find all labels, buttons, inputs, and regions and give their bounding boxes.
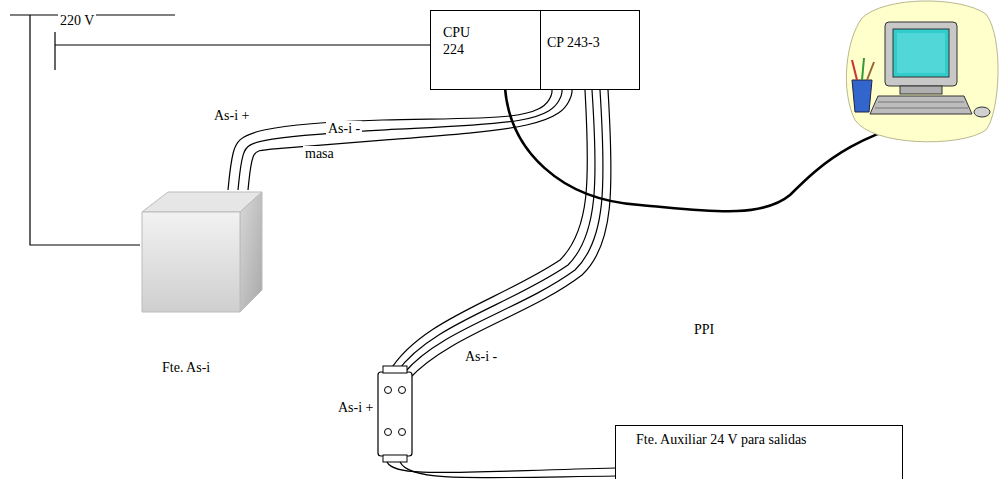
aux-power-supply: Fte. Auxiliar 24 V para salidas <box>615 425 903 479</box>
cpu-box: CPU 224 <box>430 10 541 90</box>
asi-power-supply: Fte. As-i <box>140 190 265 390</box>
computer-icon <box>846 1 998 142</box>
voltage-label: 220 V <box>58 13 96 30</box>
aux-wire <box>387 462 616 478</box>
wire-label: As-i - <box>326 121 362 138</box>
node-text: CP 243-3 <box>547 35 637 52</box>
cp-module-box: CP 243-3 <box>540 10 640 90</box>
node-text: CPU 224 <box>443 25 487 59</box>
node-text: Fte. Auxiliar 24 V para salidas <box>636 432 816 449</box>
wire-label: As-i - <box>463 349 499 366</box>
mains-wire <box>10 15 431 245</box>
node-text: Fte. As-i <box>162 360 272 377</box>
asi-wire <box>389 90 611 378</box>
wire-label: As-i + <box>212 108 252 125</box>
cube-shape <box>140 190 265 355</box>
wire-label: As-i + <box>336 400 376 417</box>
cable-label: PPI <box>692 322 716 339</box>
ppi-cable <box>505 88 975 211</box>
asi-cable <box>238 90 562 190</box>
asi-cable <box>248 90 572 190</box>
wire-label: masa <box>303 146 336 163</box>
asi-module <box>378 366 412 462</box>
